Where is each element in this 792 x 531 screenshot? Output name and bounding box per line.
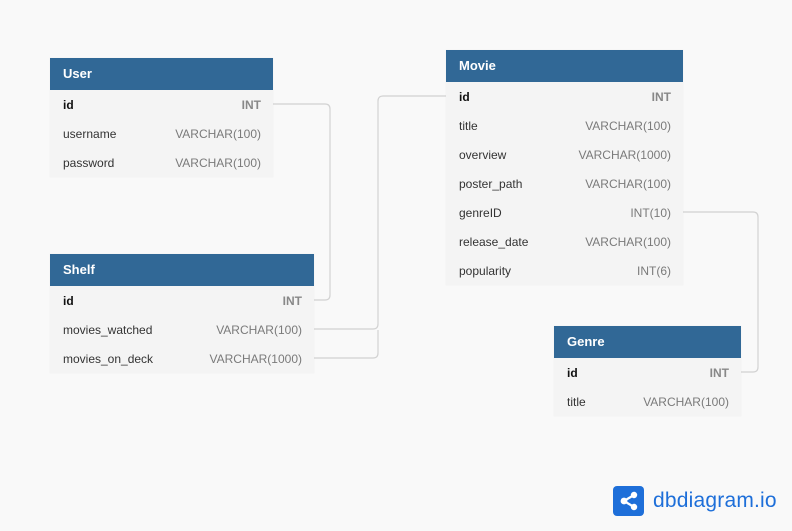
field-name: title (459, 118, 478, 133)
field-name: movies_on_deck (63, 351, 154, 366)
field-type: VARCHAR(100) (175, 155, 261, 170)
field-type: VARCHAR(100) (585, 176, 671, 191)
dbdiagram-branding[interactable]: dbdiagram.io (613, 486, 777, 516)
table-row[interactable]: overview VARCHAR(1000) (446, 140, 683, 169)
table-header[interactable]: Movie (446, 50, 683, 82)
field-type: INT (651, 89, 671, 104)
field-name: password (63, 155, 115, 170)
field-type: VARCHAR(100) (216, 322, 302, 337)
field-name: username (63, 126, 117, 141)
field-name: overview (459, 147, 507, 162)
table-row[interactable]: poster_path VARCHAR(100) (446, 169, 683, 198)
field-type: VARCHAR(100) (643, 394, 729, 409)
table-header[interactable]: User (50, 58, 273, 90)
table-row[interactable]: username VARCHAR(100) (50, 119, 273, 148)
table-row[interactable]: title VARCHAR(100) (446, 111, 683, 140)
field-name: popularity (459, 263, 512, 278)
table-shelf[interactable]: Shelf id INT movies_watched VARCHAR(100)… (50, 254, 314, 373)
relation-shelf-movie-watched (314, 95, 446, 330)
table-row[interactable]: id INT (446, 82, 683, 111)
table-header[interactable]: Genre (554, 326, 741, 358)
field-name: title (567, 394, 586, 409)
field-type: VARCHAR(1000) (209, 351, 302, 366)
table-row[interactable]: popularity INT(6) (446, 256, 683, 285)
field-name: id (63, 97, 74, 112)
field-name: id (63, 293, 74, 308)
table-row[interactable]: genreID INT(10) (446, 198, 683, 227)
field-type: VARCHAR(100) (585, 234, 671, 249)
table-row[interactable]: id INT (50, 90, 273, 119)
field-name: genreID (459, 205, 502, 220)
table-row[interactable]: movies_watched VARCHAR(100) (50, 315, 314, 344)
field-type: VARCHAR(100) (175, 126, 261, 141)
field-name: id (567, 365, 578, 380)
field-type: INT (282, 293, 302, 308)
field-type: INT (709, 365, 729, 380)
share-nodes-icon (613, 486, 644, 516)
field-type: INT (241, 97, 261, 112)
table-row[interactable]: movies_on_deck VARCHAR(1000) (50, 344, 314, 373)
field-type: INT(10) (630, 205, 671, 220)
table-row[interactable]: password VARCHAR(100) (50, 148, 273, 177)
table-row[interactable]: release_date VARCHAR(100) (446, 227, 683, 256)
table-movie[interactable]: Movie id INT title VARCHAR(100) overview… (446, 50, 683, 285)
brand-name: dbdiagram.io (653, 489, 777, 512)
field-type: INT(6) (637, 263, 671, 278)
field-name: release_date (459, 234, 529, 249)
table-genre[interactable]: Genre id INT title VARCHAR(100) (554, 326, 741, 416)
table-row[interactable]: id INT (554, 358, 741, 387)
table-header[interactable]: Shelf (50, 254, 314, 286)
relation-shelf-movie-on-deck (314, 330, 379, 359)
field-type: VARCHAR(1000) (578, 147, 671, 162)
field-type: VARCHAR(100) (585, 118, 671, 133)
table-user[interactable]: User id INT username VARCHAR(100) passwo… (50, 58, 273, 177)
table-row[interactable]: id INT (50, 286, 314, 315)
field-name: movies_watched (63, 322, 153, 337)
field-name: id (459, 89, 470, 104)
table-row[interactable]: title VARCHAR(100) (554, 387, 741, 416)
field-name: poster_path (459, 176, 523, 191)
